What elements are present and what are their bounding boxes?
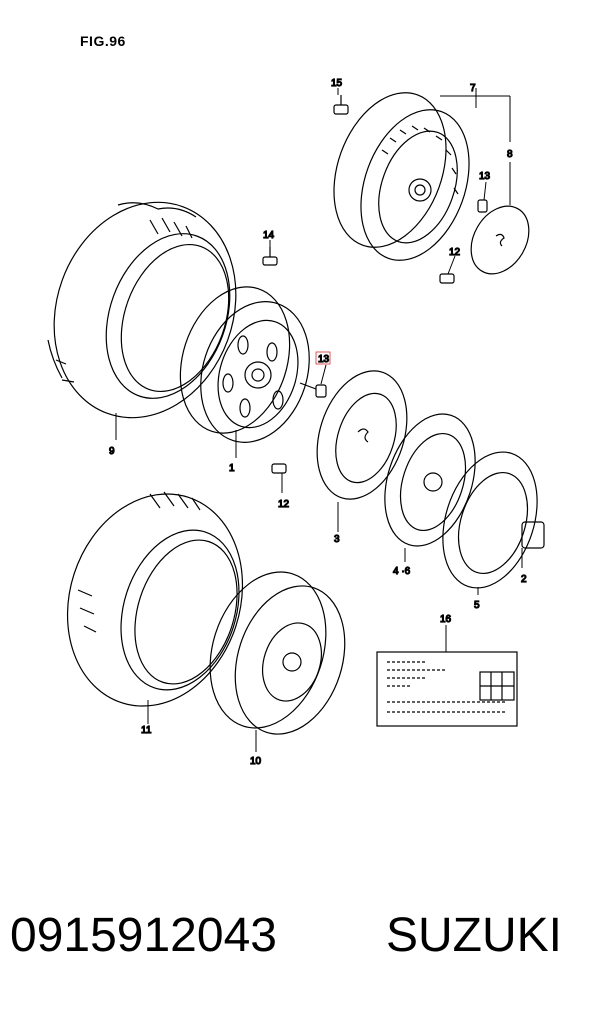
wheel-cover-4-6-illustration — [384, 413, 476, 547]
callout-9: 9 — [109, 446, 115, 457]
footer — [0, 850, 600, 1021]
part-number: 0915912043 — [10, 909, 277, 962]
callout-10: 10 — [250, 756, 262, 767]
wheel-cover-5-illustration — [442, 451, 545, 589]
tire-info-label-illustration — [376, 651, 518, 727]
callout-5: 5 — [474, 600, 480, 611]
brand-name: SUZUKI — [386, 909, 563, 962]
callout-16: 16 — [440, 614, 452, 625]
callout-12-upper: 12 — [449, 247, 461, 258]
alloy-wheel-upper-illustration — [333, 92, 470, 261]
callout-14: 14 — [263, 230, 275, 241]
callout-13-highlighted: 13 — [318, 354, 330, 365]
callout-3: 3 — [334, 534, 340, 545]
callout-4-6: 4 ·6 — [393, 566, 411, 577]
callout-11: 11 — [141, 725, 152, 736]
leader-lines — [115, 88, 523, 752]
wheel-cover-3-illustration — [316, 370, 408, 500]
tire-upper-illustration — [47, 201, 237, 419]
callout-15: 15 — [331, 78, 343, 89]
callout-12-lower: 12 — [278, 499, 290, 510]
tire-lower-illustration — [66, 491, 244, 707]
callout-1: 1 — [229, 463, 235, 474]
callout-7: 7 — [470, 83, 476, 94]
steel-wheel-upper-illustration — [179, 286, 310, 443]
figure-title: FIG.96 — [80, 33, 126, 49]
callout-13-upper: 13 — [479, 171, 491, 182]
wheel-parts-diagram: 9 1 3 4 ·6 5 2 7 8 15 13 12 14 13 12 11 … — [47, 77, 545, 768]
center-cap-illustration — [470, 205, 530, 275]
steel-wheel-lower-illustration — [209, 571, 346, 735]
callout-8: 8 — [507, 149, 513, 160]
callout-2: 2 — [521, 574, 527, 585]
small-parts-illustration — [262, 95, 488, 474]
